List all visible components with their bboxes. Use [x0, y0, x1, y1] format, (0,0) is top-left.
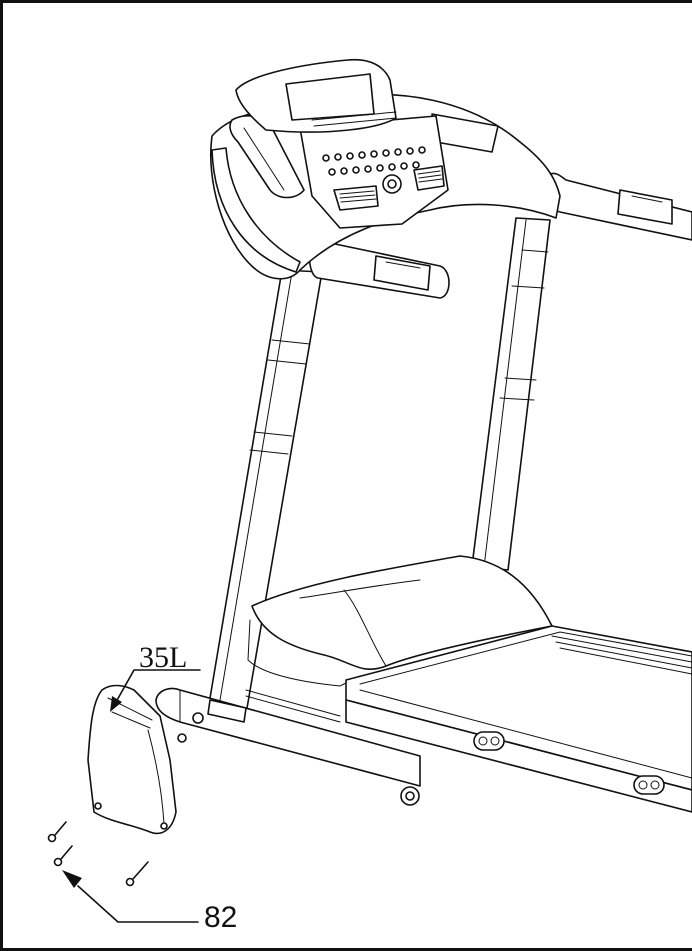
callout-label-82: 82 — [204, 901, 238, 934]
console-housing — [209, 58, 561, 280]
leader-82 — [62, 870, 199, 923]
screw-3 — [125, 861, 149, 887]
right-upright — [471, 217, 551, 571]
callout-label-35l: 35L — [139, 641, 188, 674]
motor-hood — [247, 555, 553, 687]
base-frame — [155, 687, 421, 806]
right-handrail — [544, 172, 692, 241]
left-handrail — [308, 239, 450, 299]
screw-1 — [47, 821, 67, 843]
screws-82 — [47, 821, 149, 887]
keypad — [322, 146, 426, 176]
screw-2 — [53, 845, 73, 867]
running-deck — [345, 625, 692, 813]
leader-35l — [110, 669, 201, 712]
